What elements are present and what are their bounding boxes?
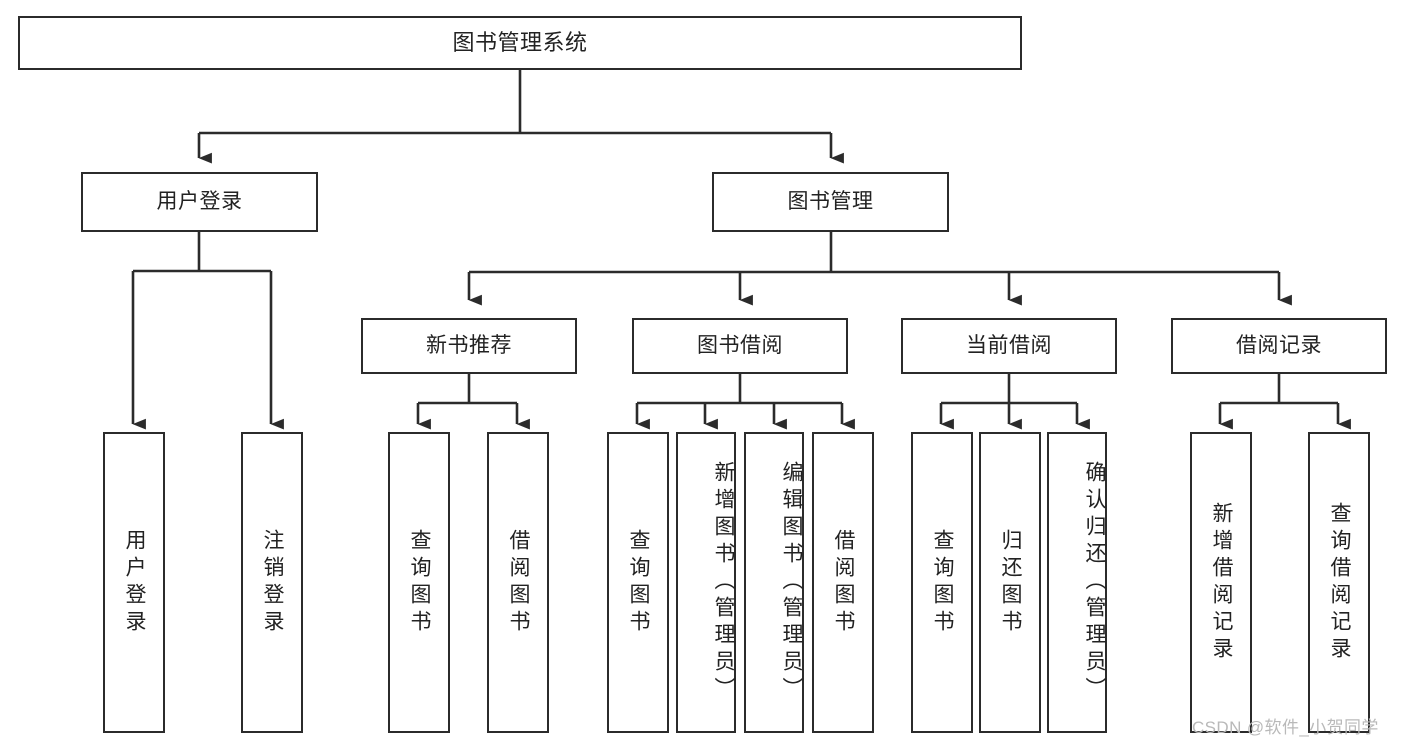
- leaf-borrow-query-books[interactable]: 查询图书: [607, 432, 669, 733]
- leaf-current-return-books[interactable]: 归还图书: [979, 432, 1041, 733]
- leaf-borrow-add-book-admin[interactable]: 新增图书（管理员）: [676, 432, 736, 733]
- node-borrowing-record[interactable]: 借阅记录: [1171, 318, 1387, 374]
- leaf-current-query-books[interactable]: 查询图书: [911, 432, 973, 733]
- watermark-text: CSDN @软件_小贺同学: [1192, 718, 1379, 737]
- leaf-user-login[interactable]: 用户登录: [103, 432, 165, 733]
- leaf-record-add-borrow-record[interactable]: 新增借阅记录: [1190, 432, 1252, 733]
- leaf-borrow-borrow-books[interactable]: 借阅图书: [812, 432, 874, 733]
- leaf-newbook-query-books[interactable]: 查询图书: [388, 432, 450, 733]
- node-user-login[interactable]: 用户登录: [81, 172, 318, 232]
- node-book-management[interactable]: 图书管理: [712, 172, 949, 232]
- node-root-book-management-system[interactable]: 图书管理系统: [18, 16, 1022, 70]
- node-current-borrowing[interactable]: 当前借阅: [901, 318, 1117, 374]
- leaf-current-confirm-return-admin[interactable]: 确认归还（管理员）: [1047, 432, 1107, 733]
- leaf-borrow-edit-book-admin[interactable]: 编辑图书（管理员）: [744, 432, 804, 733]
- node-book-borrowing[interactable]: 图书借阅: [632, 318, 848, 374]
- leaf-logout-login[interactable]: 注销登录: [241, 432, 303, 733]
- node-new-book-recommendation[interactable]: 新书推荐: [361, 318, 577, 374]
- leaf-record-query-borrow-record[interactable]: 查询借阅记录: [1308, 432, 1370, 733]
- leaf-newbook-borrow-books[interactable]: 借阅图书: [487, 432, 549, 733]
